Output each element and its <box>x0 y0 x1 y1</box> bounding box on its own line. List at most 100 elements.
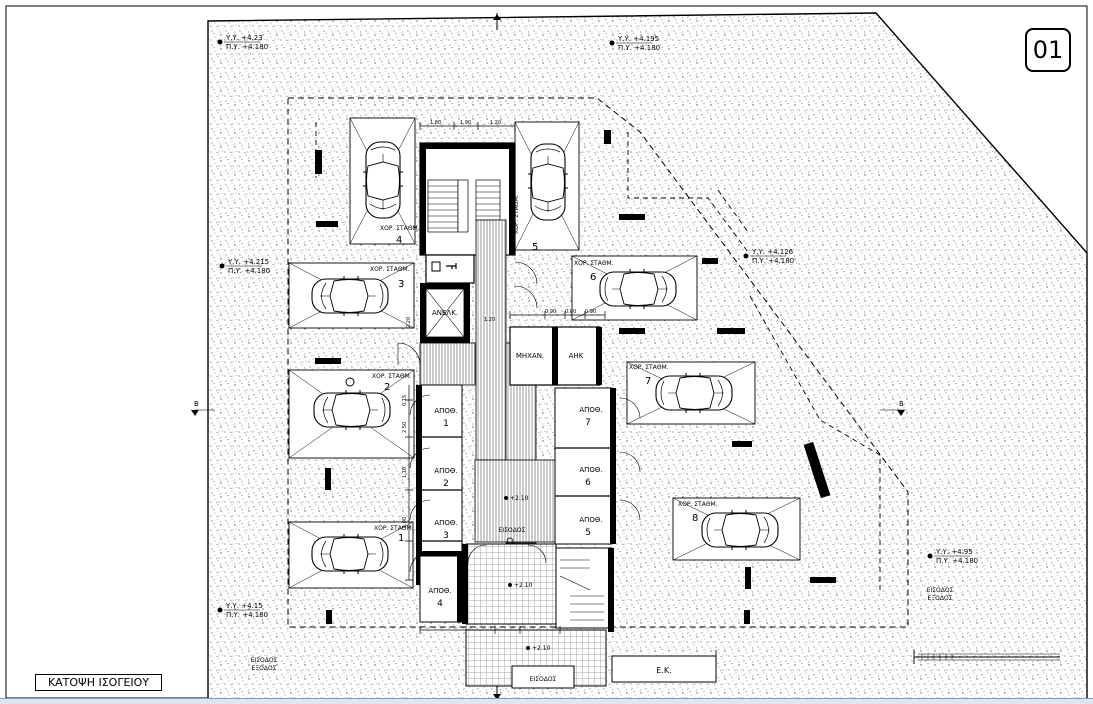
storage-label-7: ΑΠΟΘ. <box>579 406 602 414</box>
section-label-left: Β <box>194 400 199 408</box>
level-py-5: Π.Υ. +4.180 <box>936 557 978 565</box>
level-yy-3: Υ.Υ. +4.126 <box>751 248 794 256</box>
floor-level-mark-2: +2.10 <box>532 645 551 652</box>
site-entrance-right: ΕΙΣΟΔΟΣ <box>927 587 954 594</box>
dim-3: 2.20 <box>406 317 412 328</box>
storage-label-4: ΑΠΟΘ. <box>428 587 451 595</box>
storage-label-2: ΑΠΟΘ. <box>434 467 457 475</box>
storage-number-2: 2 <box>443 479 449 489</box>
section-labels: Β Β <box>194 400 904 408</box>
stair-lower <box>555 547 614 632</box>
level-yy-1: Υ.Υ. +4.195 <box>617 35 659 43</box>
parking-space-1 <box>288 521 414 589</box>
parking-label-5: ΧΟΡ. ΣΤΑΘΜ. <box>513 194 520 234</box>
sheet-number: 01 <box>1025 28 1071 72</box>
corridor-hatch <box>475 219 507 461</box>
sheet-title: ΚΑΤΟΨΗ ΙΣΟΓΕΙΟΥ <box>35 674 162 691</box>
fire-extinguisher-icon <box>345 377 355 387</box>
level-py-2: Π.Υ. +4.180 <box>228 267 270 275</box>
parking-space-7 <box>626 361 756 425</box>
storage-label-3: ΑΠΟΘ. <box>434 519 457 527</box>
storage-number-3: 3 <box>443 531 449 541</box>
parking-space-3 <box>288 262 415 329</box>
dimension-labels: 1.80 1.90 1.20 2.20 1.20 0.90 0.90 0.90 … <box>402 120 596 528</box>
storage-label-1: ΑΠΟΘ. <box>434 407 457 415</box>
level-marks: Υ.Υ. +4.23 Π.Υ. +4.180 Υ.Υ. +4.195 Π.Υ. … <box>217 34 978 619</box>
parking-label-2: ΧΟΡ. ΣΤΑΘΜ. <box>372 373 412 380</box>
parking-space-6 <box>571 255 698 321</box>
parking-number-6: 6 <box>590 272 596 283</box>
mech-label: ΜΗΧΑΝ. <box>516 352 544 360</box>
axis-arrow-icon <box>493 14 501 20</box>
dim-11: 0.15 <box>402 395 408 406</box>
parking-space-8 <box>672 497 801 561</box>
level-py-0: Π.Υ. +4.180 <box>226 43 268 51</box>
site-exit-right: ΕΞΟΔΟΣ <box>928 595 953 602</box>
storage-number-4: 4 <box>437 599 443 609</box>
parking-number-8: 8 <box>692 513 698 524</box>
stair-upper <box>427 179 501 233</box>
parking-space-4 <box>349 117 416 245</box>
floor-level-mark-0: +2.10 <box>510 495 529 502</box>
main-entrance-label: ΕΙΣΟΔΟΣ <box>530 676 557 683</box>
parking-number-2: 2 <box>384 382 390 393</box>
parking-label-6: ΧΟΡ. ΣΤΑΘΜ. <box>574 260 614 267</box>
site-entrance-labels: ΕΙΣΟΔΟΣ ΕΞΟΔΟΣ ΕΙΣΟΔΟΣ ΕΞΟΔΟΣ <box>251 587 954 672</box>
axis-arrow-icon <box>493 694 501 700</box>
parking-label-4: ΧΟΡ. ΣΤΑΘΜ. <box>380 225 420 232</box>
floor-level-marks: +2.10 +2.10 +2.10 <box>504 495 551 652</box>
dim-8: 2.50 <box>402 422 408 433</box>
level-py-3: Π.Υ. +4.180 <box>752 257 794 265</box>
ahk-label: ΑΗΚ <box>569 352 584 360</box>
storage-number-7: 7 <box>585 418 591 428</box>
ek-label: Ε.Κ. <box>656 666 671 675</box>
parking-space-5 <box>514 121 580 251</box>
key-icon <box>446 263 457 269</box>
parking-number-4: 4 <box>396 235 402 246</box>
dim-7: 0.90 <box>585 309 596 315</box>
dim-4: 1.20 <box>484 317 495 323</box>
meter-icon <box>431 261 441 272</box>
parking-label-3: ΧΟΡ. ΣΤΑΘΜ. <box>370 266 410 273</box>
room-labels: ΑΝΕΛΚ. ΜΗΧΑΝ. ΑΗΚ ΑΠΟΘ. 1 ΑΠΟΘ. 2 ΑΠΟΘ. … <box>428 309 671 683</box>
level-py-1: Π.Υ. +4.180 <box>618 44 660 52</box>
storage-number-5: 5 <box>585 528 591 538</box>
entrance-label: ΕΙΣΟΔΟΣ <box>499 527 526 534</box>
site-entrance-left: ΕΙΣΟΔΟΣ <box>251 657 278 664</box>
parking-number-7: 7 <box>645 376 651 387</box>
storage-label-5: ΑΠΟΘ. <box>579 516 602 524</box>
site-exit-left: ΕΞΟΔΟΣ <box>252 665 277 672</box>
dim-10: 1.00 <box>402 517 408 528</box>
level-yy-4: Υ.Υ. +4.15 <box>225 602 263 610</box>
site-boundary <box>207 12 1088 700</box>
parking-labels: ΧΟΡ. ΣΤΑΘΜ. 4 ΧΟΡ. ΣΤΑΘΜ. 5 ΧΟΡ. ΣΤΑΘΜ. … <box>370 194 718 544</box>
dim-1: 1.90 <box>460 120 471 126</box>
columns <box>315 130 836 624</box>
parking-number-3: 3 <box>398 279 404 290</box>
parking-label-1: ΧΟΡ. ΣΤΑΘΜ. <box>374 525 414 532</box>
dim-9: 1.10 <box>402 467 408 478</box>
dimension-lines <box>405 122 606 634</box>
section-markers <box>191 409 905 416</box>
section-label-right: Β <box>899 400 904 408</box>
door-swings <box>397 261 641 573</box>
parking-label-8: ΧΟΡ. ΣΤΑΘΜ. <box>678 501 718 508</box>
floor-level-mark-1: +2.10 <box>514 582 533 589</box>
parking-number-5: 5 <box>532 242 538 253</box>
storage-number-6: 6 <box>585 478 591 488</box>
level-yy-5: Υ.Υ. +4.95 <box>935 548 973 556</box>
dim-2: 1.20 <box>490 120 501 126</box>
parking-number-1: 1 <box>398 533 404 544</box>
level-yy-2: Υ.Υ. +4.215 <box>227 258 269 266</box>
lift-label: ΑΝΕΛΚ. <box>432 309 458 317</box>
parking-label-7: ΧΟΡ. ΣΤΑΘΜ. <box>629 364 669 371</box>
level-yy-0: Υ.Υ. +4.23 <box>225 34 263 42</box>
level-py-4: Π.Υ. +4.180 <box>226 611 268 619</box>
storage-label-6: ΑΠΟΘ. <box>579 466 602 474</box>
dim-6: 0.90 <box>565 309 576 315</box>
dim-0: 1.80 <box>430 120 441 126</box>
parking-space-2 <box>288 369 415 459</box>
dim-5: 0.90 <box>545 309 556 315</box>
building-setback-line <box>287 97 909 628</box>
